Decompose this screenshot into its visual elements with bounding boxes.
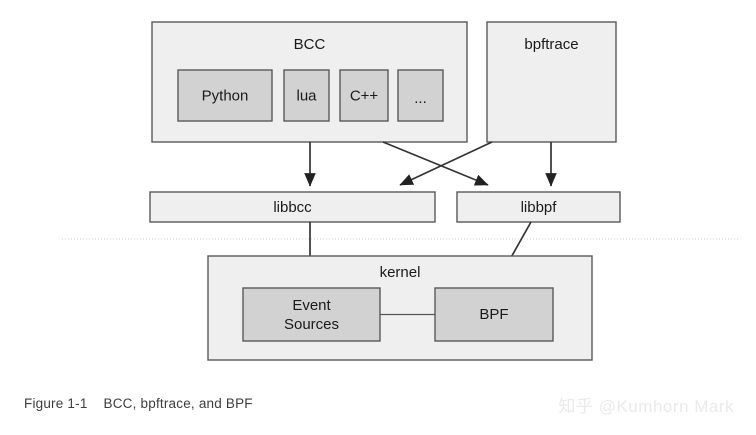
- node-event-sources-label-line2: Sources: [284, 316, 339, 333]
- node-bcc-lang-python[interactable]: [177, 69, 273, 122]
- node-bcc-lang-more[interactable]: [397, 69, 444, 122]
- node-bpftrace[interactable]: [486, 21, 617, 143]
- node-bpf-label: BPF: [479, 306, 508, 323]
- watermark: 知乎 @Kumhorn Mark: [558, 397, 734, 416]
- node-bcc-lang-python-label: Python: [202, 87, 249, 104]
- figure-caption-number: Figure 1-1: [24, 396, 88, 411]
- figure-caption: Figure 1-1 BCC, bpftrace, and BPF: [24, 396, 253, 411]
- node-bcc-label: BCC: [294, 36, 326, 53]
- node-bcc-lang-cpp[interactable]: [339, 69, 389, 122]
- node-libbcc[interactable]: [149, 191, 436, 223]
- edge-bcc-to-libbpf: [382, 141, 489, 186]
- node-bcc-lang-lua-label: lua: [296, 87, 317, 104]
- node-libbpf[interactable]: [456, 191, 621, 223]
- figure-caption-text: BCC, bpftrace, and BPF: [103, 396, 253, 411]
- node-bcc-lang-lua[interactable]: [283, 69, 330, 122]
- node-bpftrace-label: bpftrace: [524, 36, 578, 53]
- node-event-sources[interactable]: [242, 287, 381, 342]
- node-libbcc-label: libbcc: [273, 199, 312, 216]
- node-event-sources-label-line1: Event: [292, 297, 331, 314]
- node-kernel-label: kernel: [380, 264, 421, 281]
- node-bcc-lang-more-label: ...: [414, 90, 427, 107]
- node-bcc-lang-cpp-label: C++: [350, 87, 379, 104]
- edge-bpftrace-to-libbcc: [399, 141, 493, 186]
- node-libbpf-label: libbpf: [521, 199, 558, 216]
